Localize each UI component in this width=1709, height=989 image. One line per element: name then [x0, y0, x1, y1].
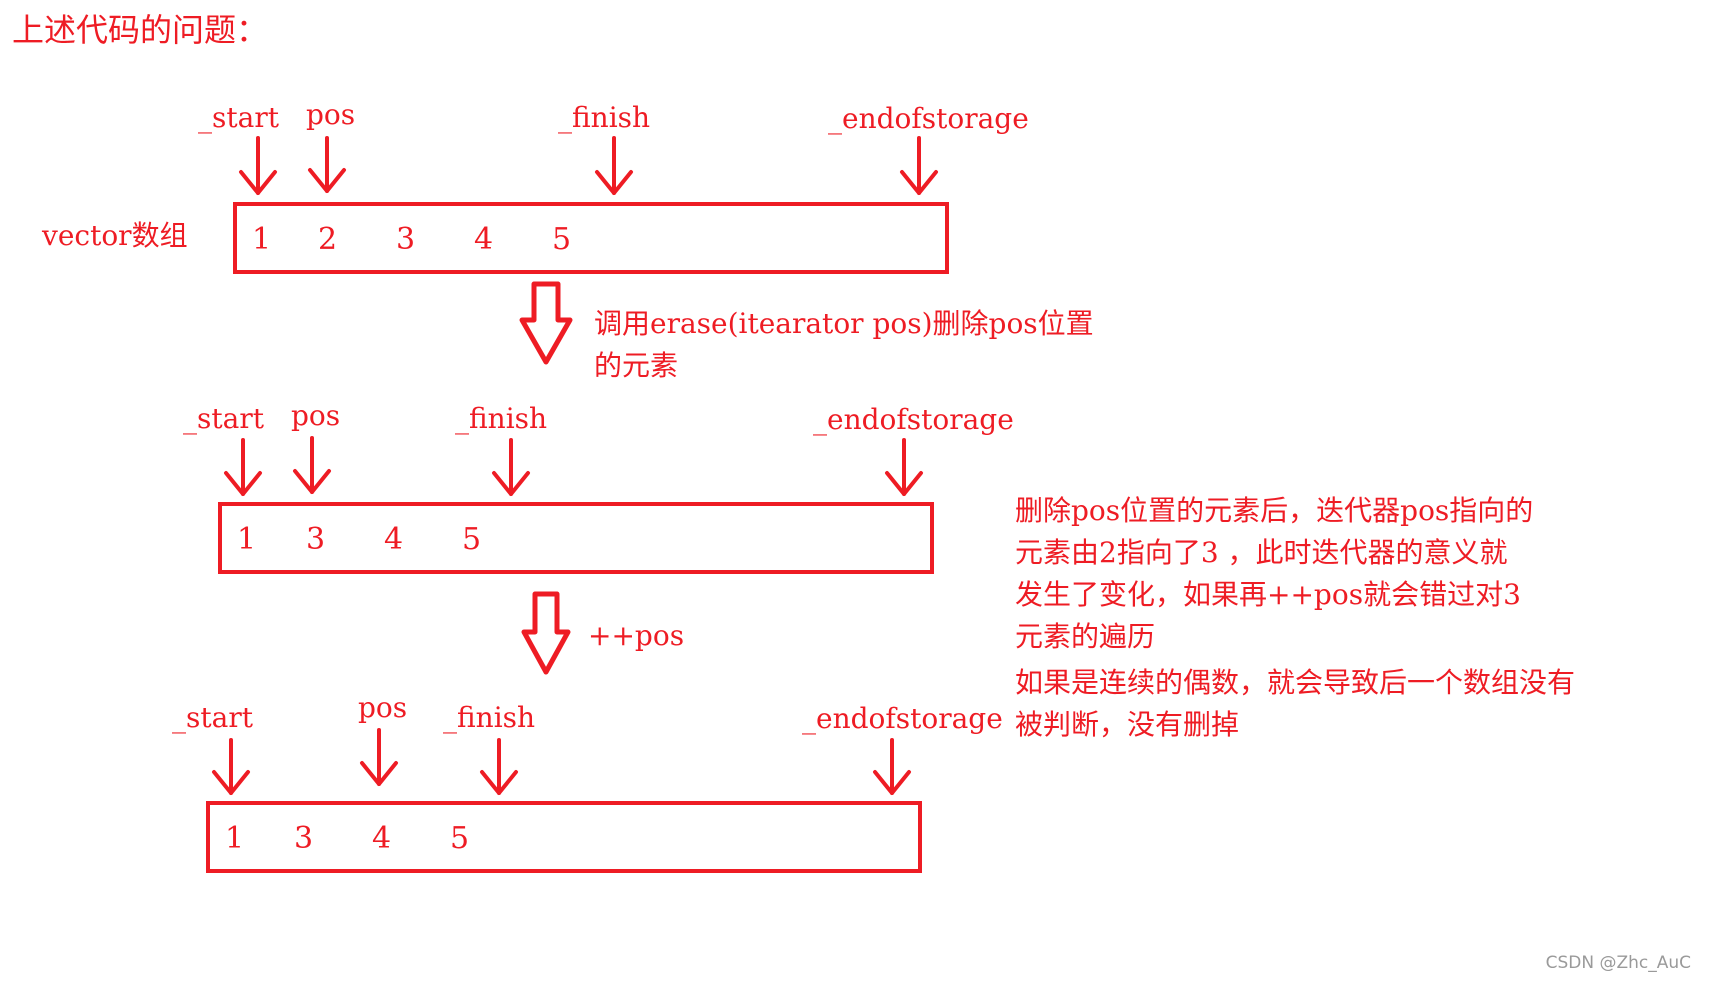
- row2-finish-arrow-icon: [492, 438, 530, 496]
- row3-element-1: 1: [225, 821, 245, 856]
- row1-element-5: 5: [552, 222, 572, 257]
- row1-finish-label: _finish: [558, 101, 651, 134]
- row2-finish-label: _finish: [455, 402, 548, 435]
- row1-endofstorage-arrow-icon: [900, 136, 938, 195]
- row3-finish-label: _finish: [443, 701, 536, 734]
- watermark: CSDN @Zhc_AuC: [1545, 953, 1691, 973]
- row2-start-arrow-icon: [224, 438, 262, 496]
- row2-pos-label: pos: [291, 399, 341, 432]
- row2-element-4: 5: [462, 522, 482, 557]
- row3-element-3: 4: [372, 821, 392, 856]
- row2-endofstorage-arrow-icon: [885, 438, 923, 496]
- row1-element-3: 3: [396, 222, 416, 257]
- vector-box-row2: [218, 502, 934, 574]
- row3-element-2: 3: [294, 821, 314, 856]
- diagram-title: 上述代码的问题：: [12, 11, 269, 49]
- row2-pos-arrow-icon: [293, 436, 331, 494]
- transition-arrow-1-icon: [519, 281, 573, 365]
- row3-endofstorage-label: _endofstorage: [802, 702, 1003, 735]
- row1-element-2: 2: [318, 222, 338, 257]
- row2-element-2: 3: [306, 522, 326, 557]
- step2-caption: ++pos: [588, 619, 685, 652]
- row3-pos-label: pos: [358, 691, 408, 724]
- step1-caption: 调用erase(itearator pos)删除pos位置的元素: [594, 307, 1094, 382]
- row3-element-4: 5: [450, 821, 470, 856]
- row2-element-1: 1: [237, 522, 257, 557]
- row1-pos-arrow-icon: [308, 136, 346, 193]
- row1-start-label: _start: [198, 101, 279, 134]
- row3-start-arrow-icon: [212, 738, 250, 795]
- row1-pos-label: pos: [306, 98, 356, 131]
- row1-element-4: 4: [474, 222, 494, 257]
- row1-endofstorage-label: _endofstorage: [828, 102, 1029, 135]
- row2-endofstorage-label: _endofstorage: [813, 403, 1014, 436]
- vector-box-row3: [206, 801, 922, 873]
- row1-finish-arrow-icon: [595, 136, 633, 195]
- row3-finish-arrow-icon: [480, 738, 518, 795]
- vector-label: vector数组: [42, 219, 188, 252]
- row3-endofstorage-arrow-icon: [873, 738, 911, 795]
- row3-pos-arrow-icon: [360, 728, 398, 786]
- row2-element-3: 4: [384, 522, 404, 557]
- row1-element-1: 1: [252, 222, 272, 257]
- consequence-text: 如果是连续的偶数，就会导致后一个数组没有被判断，没有删掉: [1015, 666, 1576, 741]
- row2-start-label: _start: [183, 402, 264, 435]
- explanation-text: 删除pos位置的元素后，迭代器pos指向的元素由2指向了3 ，此时迭代器的意义就…: [1015, 494, 1534, 653]
- row1-start-arrow-icon: [239, 136, 277, 195]
- row3-start-label: _start: [172, 701, 253, 734]
- transition-arrow-2-icon: [521, 591, 571, 675]
- vector-box-row1: [233, 202, 949, 274]
